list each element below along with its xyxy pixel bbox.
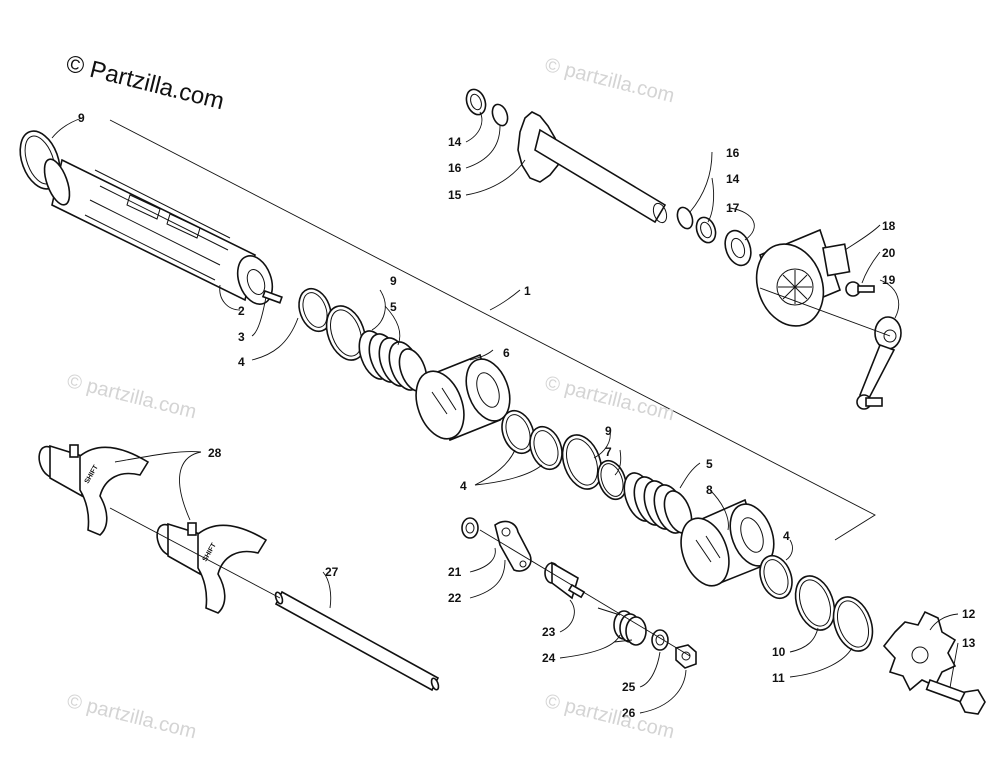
snap-ring-4-upper[interactable] (293, 284, 336, 336)
ring-7[interactable] (593, 457, 631, 503)
callout-18: 18 (882, 219, 896, 233)
spring-5-lower[interactable] (618, 469, 697, 538)
shift-fork-28-right[interactable]: SHIFT (153, 522, 268, 614)
callout-27: 27 (325, 565, 339, 579)
nut-26[interactable] (675, 644, 697, 669)
shift-drum[interactable] (39, 156, 278, 309)
callout-14-upper: 14 (448, 135, 462, 149)
star-wheel-12[interactable] (882, 610, 957, 692)
bolt-13[interactable] (925, 678, 986, 715)
washer-9-middle[interactable] (320, 301, 373, 366)
callout-28: 28 (208, 446, 222, 460)
snap-ring-16-lower[interactable] (675, 205, 696, 230)
snap-ring-16-upper[interactable] (490, 102, 511, 127)
callout-7: 7 (605, 445, 612, 459)
callout-labels: 1 2 3 4 5 9 6 9 4 9 7 5 8 4 10 11 12 13 … (78, 111, 976, 720)
callout-9-lower: 9 (605, 424, 612, 438)
washer-14-upper[interactable] (463, 87, 489, 118)
washer-14-lower[interactable] (693, 215, 719, 246)
callout-25: 25 (622, 680, 636, 694)
snap-ring-4-middle-a[interactable] (496, 406, 539, 458)
washer-25[interactable] (651, 629, 669, 651)
callout-leaders (51, 111, 959, 714)
callout-9-upper: 9 (390, 274, 397, 288)
callout-1: 1 (524, 284, 531, 298)
assembly-axis-line (109, 119, 876, 541)
callout-20: 20 (882, 246, 896, 260)
shift-arm-19[interactable] (856, 316, 902, 410)
callout-2: 2 (238, 304, 245, 318)
callout-8: 8 (706, 483, 713, 497)
gear-position-sensor-18[interactable] (746, 228, 851, 335)
callout-4-right: 4 (783, 529, 790, 543)
snap-ring-4-middle-b[interactable] (524, 422, 567, 474)
shaft-axis-line (759, 287, 891, 337)
torsion-spring-24[interactable] (597, 607, 647, 646)
callout-12: 12 (962, 607, 976, 621)
screw-20[interactable] (845, 281, 875, 297)
washer-11[interactable] (827, 592, 880, 657)
callout-17: 17 (726, 201, 740, 215)
snap-ring-4-right[interactable] (754, 551, 797, 603)
callout-26: 26 (622, 706, 636, 720)
cam-6[interactable] (407, 353, 517, 445)
callout-5-upper: 5 (390, 300, 397, 314)
washer-21[interactable] (461, 517, 479, 539)
callout-3: 3 (238, 330, 245, 344)
callout-6: 6 (503, 346, 510, 360)
shift-shaft-gear-15[interactable] (517, 111, 669, 224)
callout-24: 24 (542, 651, 556, 665)
callout-4-upper: 4 (238, 355, 245, 369)
washer-9-lower[interactable] (556, 430, 609, 495)
shift-fork-28-left[interactable]: SHIFT (35, 444, 150, 536)
bearing-17[interactable] (721, 227, 756, 269)
callout-4-middle: 4 (460, 479, 467, 493)
stopper-axis-line (479, 529, 691, 657)
fork-shaft-27[interactable] (274, 590, 440, 692)
drum-pin-3[interactable] (261, 289, 283, 304)
callout-15: 15 (448, 188, 462, 202)
fork-axis-line (109, 507, 281, 599)
callout-11: 11 (772, 671, 785, 685)
callout-19: 19 (882, 273, 896, 287)
washer-10[interactable] (789, 571, 842, 636)
callout-16-lower: 16 (726, 146, 740, 160)
callout-13: 13 (962, 636, 976, 650)
callout-14-lower: 14 (726, 172, 740, 186)
stopper-lever-22[interactable] (494, 520, 532, 572)
spring-5-upper[interactable] (353, 327, 432, 395)
callout-21: 21 (448, 565, 462, 579)
callout-9-left: 9 (78, 111, 85, 125)
callout-22: 22 (448, 591, 462, 605)
callout-23: 23 (542, 625, 556, 639)
callout-10: 10 (772, 645, 786, 659)
callout-16-upper: 16 (448, 161, 462, 175)
callout-5-lower: 5 (706, 457, 713, 471)
